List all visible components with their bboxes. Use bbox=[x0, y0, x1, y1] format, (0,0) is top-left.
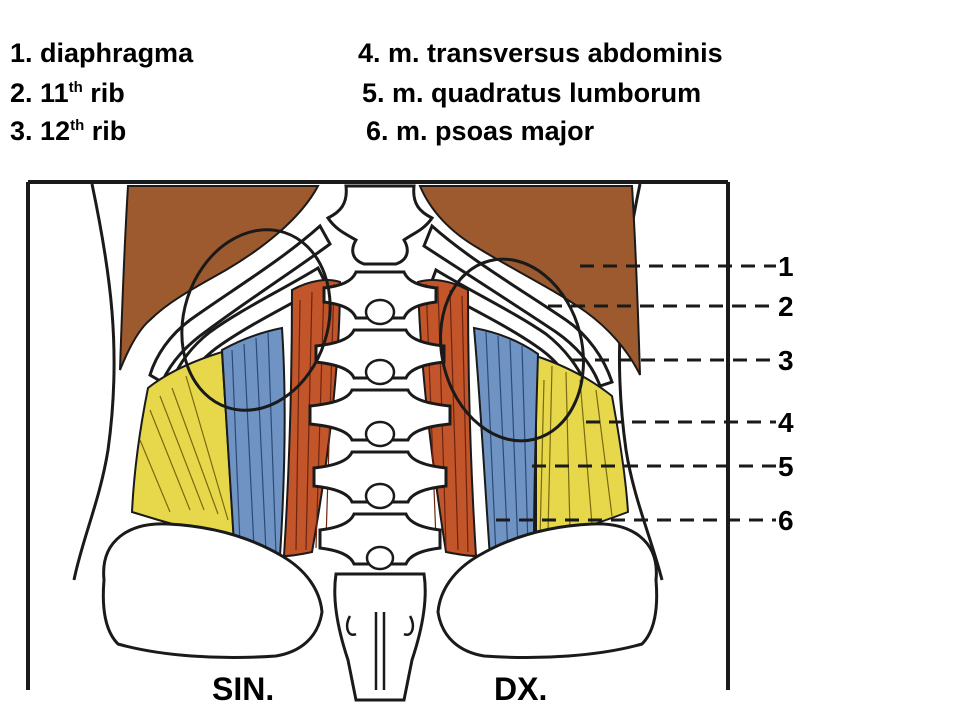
vertebra-l2 bbox=[314, 328, 446, 380]
legend-number: 1. bbox=[10, 38, 33, 68]
callout-label-5: 5 bbox=[778, 451, 794, 482]
vertebra-l5 bbox=[318, 512, 442, 566]
legend-label: 11 bbox=[40, 78, 69, 108]
transversus-striations bbox=[139, 365, 613, 539]
legend-number: 3. bbox=[10, 116, 33, 146]
legend-superscript: th bbox=[70, 117, 85, 134]
callout-label-2: 2 bbox=[778, 291, 794, 322]
legend-item-11th-rib: 2. 11th rib bbox=[10, 78, 125, 108]
legend-label: 12 bbox=[40, 116, 71, 146]
diaphragm-left bbox=[119, 185, 320, 371]
vertebra-l4 bbox=[312, 450, 448, 504]
ilium-left bbox=[101, 522, 324, 659]
callout-label-6: 6 bbox=[778, 505, 794, 536]
legend-number: 4. bbox=[358, 38, 381, 68]
side-label-dx: DX. bbox=[494, 671, 547, 707]
legend-suffix: rib bbox=[82, 78, 125, 108]
vertebra-l1 bbox=[322, 270, 438, 320]
highlight-circle-right bbox=[439, 257, 585, 443]
legend-item-quadratus: 5. m. quadratus lumborum bbox=[362, 78, 701, 108]
legend-number: 5. bbox=[362, 78, 385, 108]
thoracic-vertebrae bbox=[325, 184, 435, 266]
sacrum bbox=[333, 572, 427, 702]
legend-label: m. quadratus lumborum bbox=[392, 78, 702, 108]
highlight-circles bbox=[180, 228, 585, 443]
highlight-circle-left bbox=[180, 228, 332, 412]
spinous-processes bbox=[364, 298, 396, 571]
legend-label: m. psoas major bbox=[396, 116, 595, 146]
callout-label-3: 3 bbox=[778, 345, 794, 376]
legend-label: m. transversus abdominis bbox=[388, 38, 723, 68]
legend-item-diaphragma: 1. diaphragma bbox=[10, 38, 193, 68]
lumbar-spine bbox=[308, 184, 452, 702]
pelvis bbox=[101, 522, 659, 659]
transversus-abdominis bbox=[130, 350, 630, 544]
ilium-right bbox=[436, 522, 659, 659]
legend-superscript: th bbox=[68, 79, 83, 96]
legend-item-12th-rib: 3. 12th rib bbox=[10, 116, 126, 146]
anatomy-diagram: 1 2 3 4 5 6 SIN. DX. bbox=[0, 160, 960, 720]
sacral-foramina bbox=[345, 612, 415, 690]
legend-item-psoas: 6. m. psoas major bbox=[366, 116, 594, 146]
callout-label-1: 1 bbox=[778, 251, 794, 282]
diaphragm-region bbox=[119, 185, 641, 376]
vertebra-l3 bbox=[308, 388, 452, 442]
legend-item-transversus: 4. m. transversus abdominis bbox=[358, 38, 723, 68]
legend-number: 2. bbox=[10, 78, 33, 108]
callout-label-4: 4 bbox=[778, 407, 794, 438]
side-label-sin: SIN. bbox=[212, 671, 274, 707]
legend-suffix: rib bbox=[84, 116, 127, 146]
legend: 1. diaphragma 2. 11th rib 3. 12th rib 4.… bbox=[0, 0, 960, 160]
diaphragm-right bbox=[418, 185, 641, 376]
legend-label: diaphragma bbox=[40, 38, 194, 68]
callout-lines bbox=[496, 264, 776, 522]
quadratus-striations bbox=[231, 331, 529, 557]
legend-number: 6. bbox=[366, 116, 389, 146]
